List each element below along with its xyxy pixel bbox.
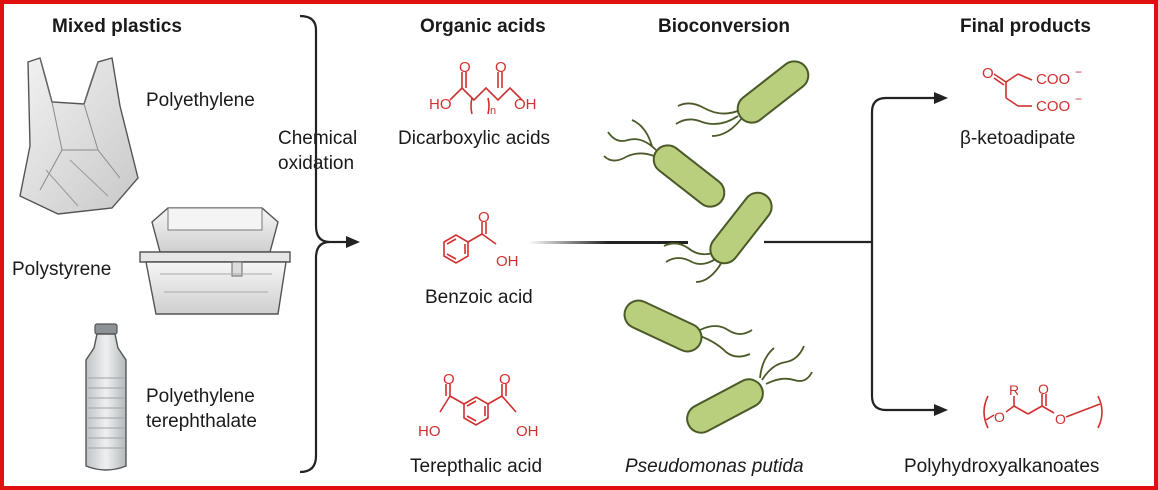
plastic-bag-icon <box>19 57 139 215</box>
arrow-to-acids <box>330 236 360 248</box>
dicarboxylic-acid-structure <box>449 72 523 115</box>
dicarb-o1-label: O <box>459 59 471 76</box>
dicarb-ho-label: HO <box>429 96 452 113</box>
bacteria-cells <box>623 60 810 434</box>
plastics-bracket <box>299 14 331 474</box>
polystyrene-box-icon <box>139 207 291 315</box>
bacterium-4 <box>623 299 703 353</box>
label-pet-line1: Polyethylene <box>146 386 255 407</box>
bacterium-5 <box>686 378 764 434</box>
bacteria-flagella <box>603 102 813 385</box>
branch-up-line <box>870 96 934 242</box>
header-mixed-plastics: Mixed plastics <box>52 16 182 37</box>
label-benzoic-acid: Benzoic acid <box>425 287 533 308</box>
label-ketoadipate: β-ketoadipate <box>960 128 1076 149</box>
pha-o3-label: O <box>1055 411 1066 427</box>
bacterium-3 <box>709 191 773 265</box>
header-organic-acids: Organic acids <box>420 16 546 37</box>
keto-coo1-label: COO <box>1036 71 1070 88</box>
dicarb-oh-label: OH <box>514 96 537 113</box>
benzoic-o-label: O <box>478 209 490 226</box>
keto-coo2-label: COO <box>1036 98 1070 115</box>
pha-o1-label: O <box>994 409 1005 425</box>
label-terephthalic-acid: Terepthalic acid <box>410 456 543 477</box>
ketoadipate-structure <box>993 73 1033 107</box>
keto-minus1-label: − <box>1075 65 1082 79</box>
pha-o2-label: O <box>1038 381 1049 397</box>
pha-r-label: R <box>1009 382 1019 398</box>
label-organism: Pseudomonas putida <box>625 456 804 477</box>
label-dicarboxylic-acids: Dicarboxylic acids <box>398 128 551 149</box>
dicarb-o2-label: O <box>495 59 507 76</box>
flow-line-in <box>528 241 688 244</box>
benzoic-acid-structure <box>443 222 497 264</box>
label-polyethylene: Polyethylene <box>146 90 255 111</box>
header-final-products: Final products <box>960 16 1091 37</box>
keto-minus2-label: − <box>1075 92 1082 106</box>
label-pet-line2: terephthalate <box>146 411 257 432</box>
tere-o1-label: O <box>443 371 455 388</box>
bacterium-1 <box>736 60 810 124</box>
bacterium-2 <box>652 144 726 208</box>
pha-structure <box>983 394 1103 429</box>
dicarb-n-label: n <box>490 105 496 117</box>
tere-ho-label: HO <box>418 423 441 440</box>
benzoic-oh-label: OH <box>496 253 519 270</box>
branch-down-line <box>870 242 934 412</box>
pet-bottle-icon <box>85 323 127 471</box>
arrow-to-pha <box>934 404 948 416</box>
tere-oh-label: OH <box>516 423 539 440</box>
process-label-line1: Chemical <box>278 128 358 149</box>
header-bioconversion: Bioconversion <box>658 16 790 37</box>
keto-o-label: O <box>982 65 994 82</box>
label-polystyrene: Polystyrene <box>12 259 112 280</box>
label-pha: Polyhydroxyalkanoates <box>904 456 1100 477</box>
tere-o2-label: O <box>499 371 511 388</box>
terephthalic-acid-structure <box>439 384 517 426</box>
arrow-to-ketoadipate <box>934 92 948 104</box>
